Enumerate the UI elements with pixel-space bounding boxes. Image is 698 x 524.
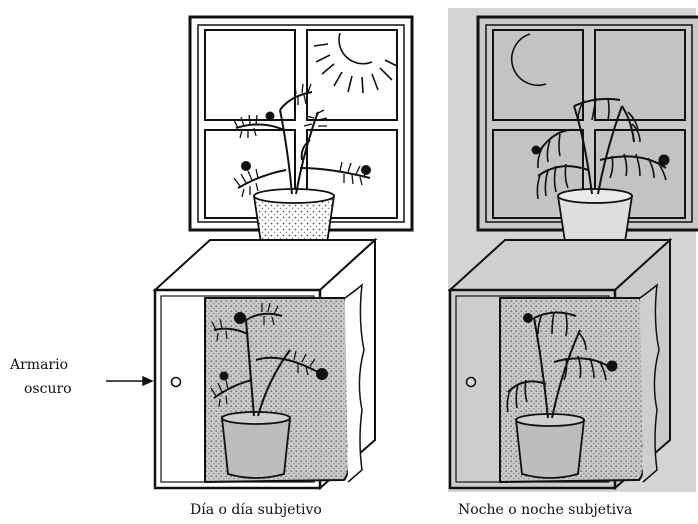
cabinet-label-line2: oscuro <box>24 381 72 397</box>
cabinet-label-line1: Armario <box>10 357 68 373</box>
right-arrow-icon <box>106 377 152 385</box>
caption-night: Noche o noche subjetiva <box>458 502 632 518</box>
night-panel <box>448 8 698 492</box>
day-panel <box>155 17 412 488</box>
caption-day: Día o día subjetivo <box>190 502 322 518</box>
